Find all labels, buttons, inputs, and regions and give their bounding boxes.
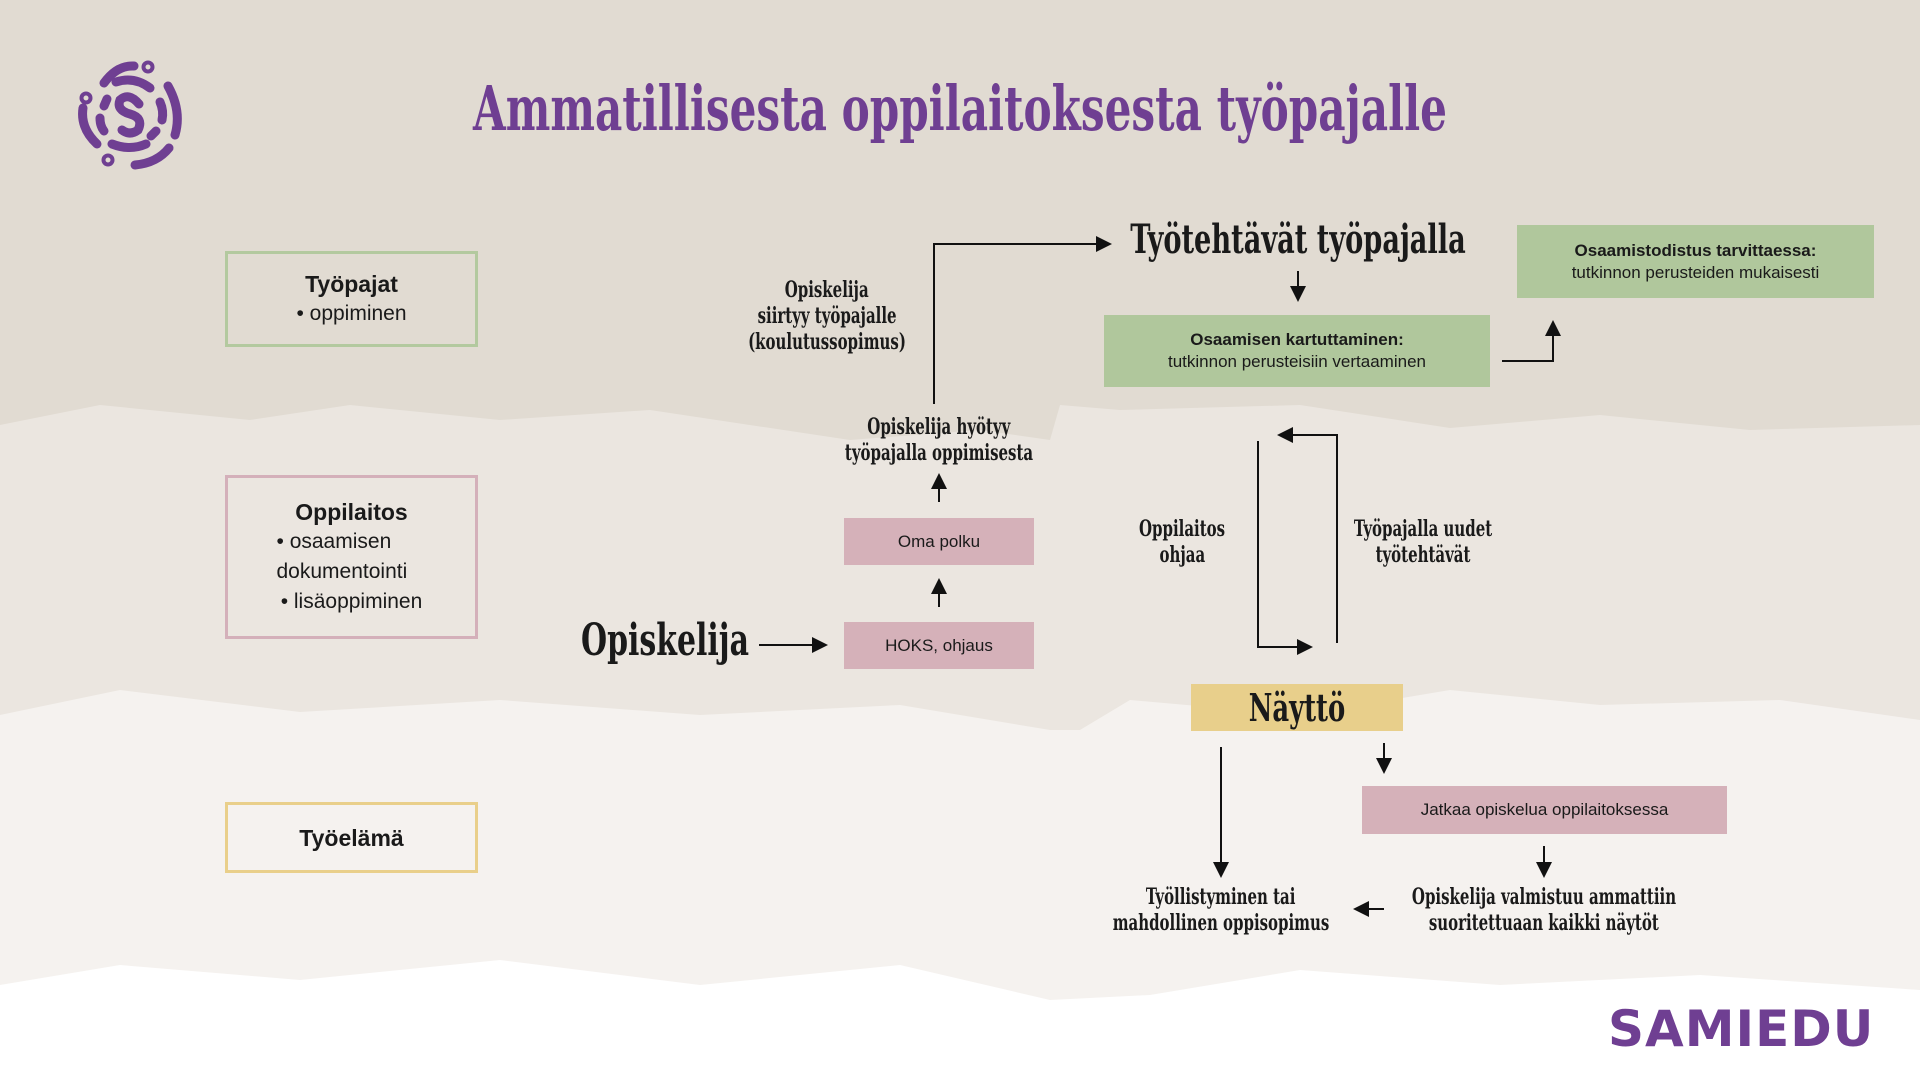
legend-oppilaitos: Oppilaitos • osaamisen dokumentointi • l… xyxy=(225,475,478,639)
osaamistodistus-box: Osaamistodistus tarvittaessa:tutkinnon p… xyxy=(1517,225,1874,298)
legend-title: Työpajat xyxy=(305,271,398,297)
legend-tyopajat: Työpajat • oppiminen xyxy=(225,251,478,347)
legend-title: Työelämä xyxy=(299,824,404,851)
hoks-box: HOKS, ohjaus xyxy=(844,622,1034,669)
page-title: Ammatillisesta oppilaitoksesta työpajall… xyxy=(473,72,1447,145)
legend-item: lisäoppiminen xyxy=(293,590,423,613)
samiedu-brand-logo: SAMIEDU xyxy=(1608,1000,1875,1058)
legend-title: Oppilaitos xyxy=(295,499,408,525)
legend-item: osaamisen dokumentointi xyxy=(276,530,408,583)
oma-polku-box: Oma polku xyxy=(844,518,1034,565)
kartuttaminen-box: Osaamisen kartuttaminen:tutkinnon perust… xyxy=(1104,315,1490,387)
tyotehtavat-heading: Työtehtävät työpajalla xyxy=(1130,216,1466,263)
jatkaa-box: Jatkaa opiskelua oppilaitoksessa xyxy=(1362,786,1727,834)
samiedu-spiral-logo-icon xyxy=(78,60,182,170)
opiskelija-label: Opiskelija xyxy=(581,615,749,666)
legend-tyoelama: Työelämä xyxy=(225,802,478,873)
legend-item: oppiminen xyxy=(309,302,407,325)
naytto-box: Näyttö xyxy=(1191,684,1403,731)
